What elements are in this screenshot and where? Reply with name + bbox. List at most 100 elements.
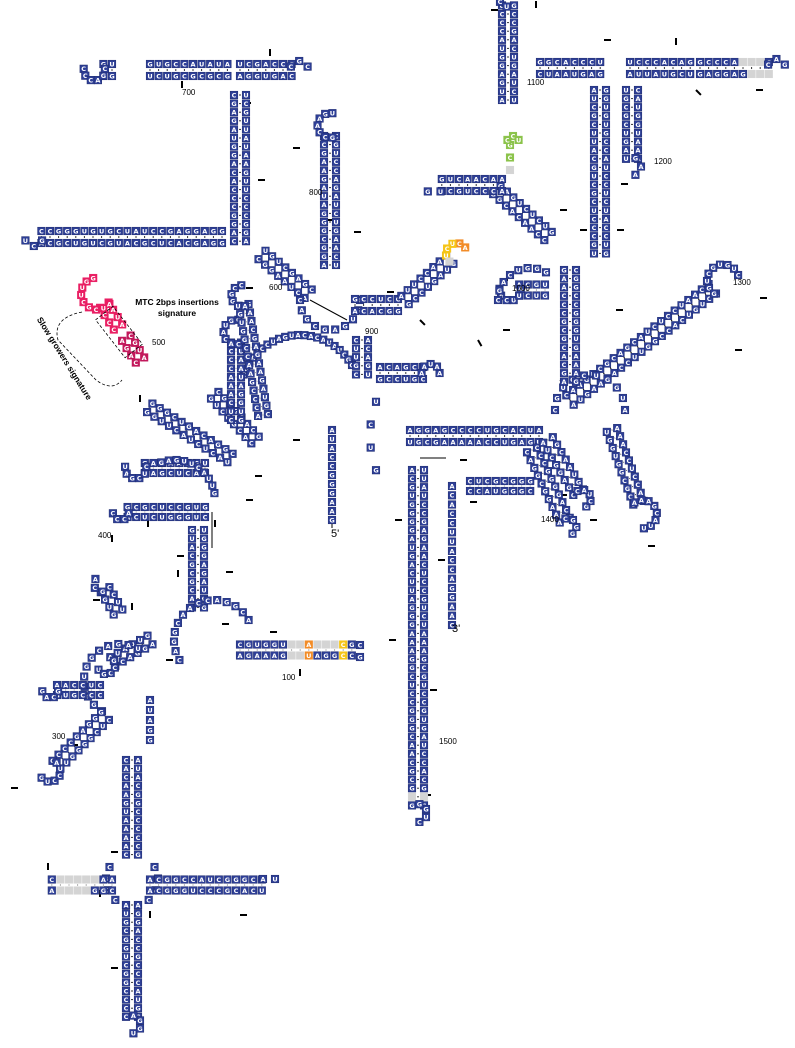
position-label-700: 700 <box>182 88 196 97</box>
nucleotide: C <box>29 241 38 250</box>
nucleotide: C <box>249 875 258 884</box>
nucleotide: A <box>587 69 596 78</box>
svg-text:G: G <box>425 188 430 196</box>
nucleotide: G <box>171 71 180 80</box>
svg-text:C: C <box>88 77 93 85</box>
nucleotide: U <box>129 1029 138 1038</box>
nucleotide: A <box>630 498 639 507</box>
svg-text:C: C <box>341 641 346 649</box>
svg-text:G: G <box>70 753 75 761</box>
nucleotide: G <box>631 154 640 163</box>
nucleotide: G <box>608 443 617 452</box>
nucleotide: A <box>118 320 127 329</box>
nucleotide: C <box>368 294 377 303</box>
svg-text:G: G <box>561 370 566 378</box>
svg-text:A: A <box>129 352 134 360</box>
svg-text:C: C <box>48 239 53 247</box>
nucleotide: C <box>142 462 151 471</box>
svg-text:U: U <box>409 544 414 552</box>
nucleotide: G <box>229 211 239 220</box>
svg-text:C: C <box>525 292 530 300</box>
svg-text:G: G <box>92 887 97 895</box>
svg-text:G: G <box>573 284 578 292</box>
svg-text:A: A <box>450 438 455 446</box>
svg-text:U: U <box>263 72 268 80</box>
svg-text:C: C <box>201 432 206 440</box>
nucleotide: C <box>226 355 236 364</box>
nucleotide: C <box>229 237 239 246</box>
nucleotide: C <box>229 185 239 194</box>
nucleotide: U <box>62 758 71 767</box>
nucleotide: G <box>407 784 417 793</box>
nucleotide: C <box>248 325 258 334</box>
svg-text:G: G <box>573 327 578 335</box>
nucleotide: G <box>355 652 365 661</box>
nucleotide: A <box>407 465 417 474</box>
nucleotide: G <box>407 723 417 732</box>
nucleotide: C <box>315 128 324 137</box>
svg-text:G: G <box>409 656 414 664</box>
svg-text:C: C <box>244 100 249 108</box>
nucleotide: U <box>118 605 127 614</box>
svg-text:G: G <box>573 344 578 352</box>
svg-text:C: C <box>468 426 473 434</box>
svg-text:U: U <box>115 314 120 322</box>
nucleotide: G <box>268 252 277 261</box>
svg-text:A: A <box>623 147 628 155</box>
nucleotide: C <box>407 732 417 741</box>
nucleotide: G <box>419 517 429 526</box>
svg-text:A: A <box>598 380 603 388</box>
nucleotide: G <box>319 252 329 261</box>
svg-text:U: U <box>333 150 338 158</box>
nucleotide: A <box>601 214 611 223</box>
nucleotide: C <box>363 344 373 353</box>
svg-text:G: G <box>246 652 251 660</box>
nucleotide: C <box>133 943 143 952</box>
svg-text:G: G <box>377 375 382 383</box>
nucleotide: A <box>104 641 113 650</box>
nucleotide: A <box>466 437 475 446</box>
nucleotide: A <box>527 224 536 233</box>
nucleotide: A <box>236 381 246 390</box>
nucleotide: U <box>643 327 652 336</box>
nucleotide: A <box>375 362 385 371</box>
nucleotide: G <box>236 390 246 399</box>
nucleotide: G <box>578 69 588 78</box>
nucleotide: A <box>91 574 100 583</box>
nucleotide: U <box>136 635 145 644</box>
svg-text:A: A <box>282 278 287 286</box>
svg-text:C: C <box>457 240 462 248</box>
nucleotide: G <box>192 226 201 235</box>
nucleotide: A <box>616 348 625 357</box>
svg-text:C: C <box>417 818 422 826</box>
svg-text:C: C <box>190 552 195 560</box>
svg-text:G: G <box>619 469 624 477</box>
svg-text:A: A <box>536 426 541 434</box>
nucleotide: A <box>145 695 155 704</box>
svg-text:C: C <box>120 658 125 666</box>
svg-text:C: C <box>624 121 629 129</box>
nucleotide: A <box>235 651 245 660</box>
nucleotide: C <box>106 668 115 677</box>
svg-text:G: G <box>591 112 596 120</box>
nucleotide: G <box>621 94 631 103</box>
svg-text:G: G <box>497 196 502 204</box>
svg-text:U: U <box>511 96 516 104</box>
nucleotide: U <box>497 87 507 96</box>
svg-text:A: A <box>329 444 334 452</box>
nucleotide: A <box>407 594 417 603</box>
nucleotide: G <box>419 655 429 664</box>
nucleotide: G <box>187 560 197 569</box>
svg-text:G: G <box>243 229 248 237</box>
svg-text:G: G <box>715 70 720 78</box>
nucleotide: U <box>163 71 172 80</box>
svg-text:C: C <box>512 10 517 18</box>
svg-text:A: A <box>409 595 414 603</box>
svg-text:U: U <box>635 129 640 137</box>
nucleotide: G <box>82 277 91 286</box>
svg-text:U: U <box>223 322 228 330</box>
nucleotide: A <box>559 377 569 386</box>
nucleotide: C <box>366 420 375 429</box>
svg-text:C: C <box>334 253 339 261</box>
nucleotide: G <box>331 226 341 235</box>
